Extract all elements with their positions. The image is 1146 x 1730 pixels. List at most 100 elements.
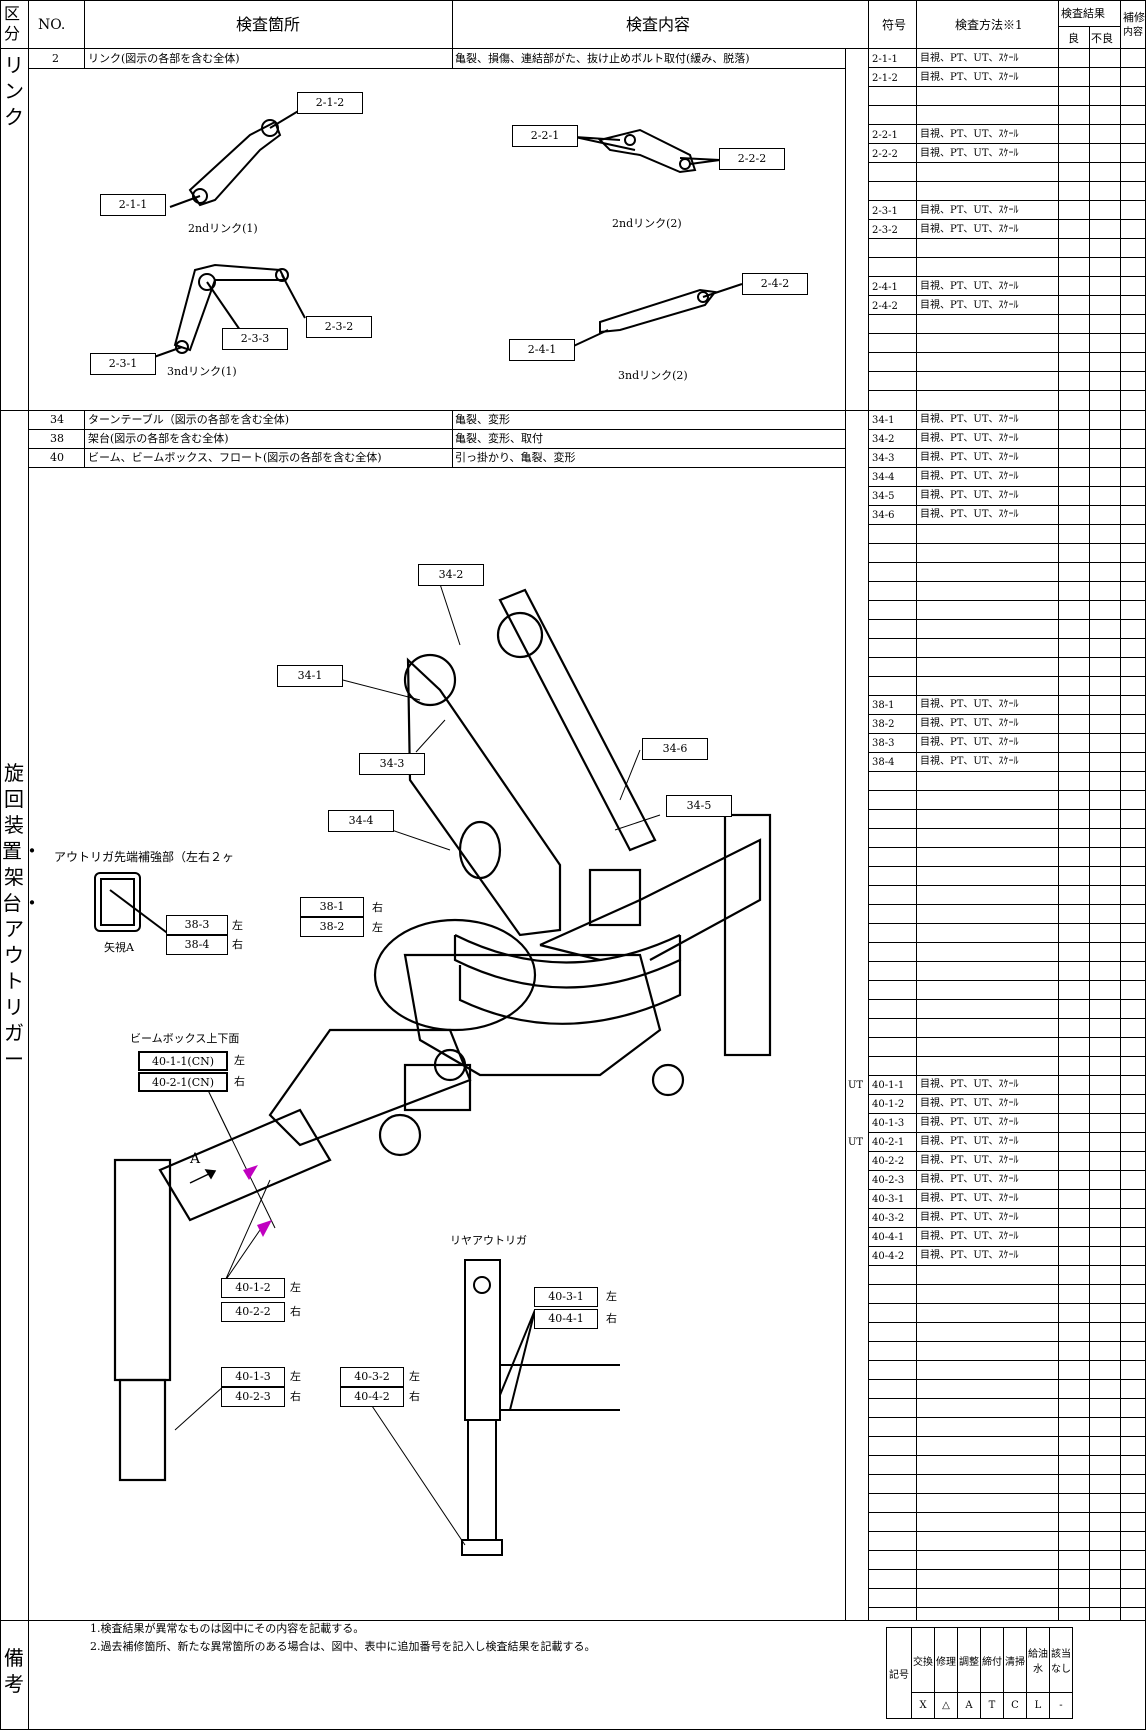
swivel-item-location: 架台(図示の各部を含む全体)	[88, 432, 229, 445]
pair-label-right: 40-2-3	[221, 1387, 285, 1407]
legend-mark: L	[1026, 1692, 1050, 1719]
method-cell: 目視、PT、UT、ｽｹｰﾙ	[920, 1193, 1019, 1204]
method-cell: 目視、PT、UT、ｽｹｰﾙ	[920, 281, 1019, 292]
method-cell: 目視、PT、UT、ｽｹｰﾙ	[920, 300, 1019, 311]
code-cell: 40-1-1	[872, 1080, 905, 1091]
method-cell: 目視、PT、UT、ｽｹｰﾙ	[920, 433, 1019, 444]
method-cell: 目視、PT、UT、ｽｹｰﾙ	[920, 53, 1019, 64]
rear-outrigger-drawing	[461, 1259, 620, 1556]
method-cell: 目視、PT、UT、ｽｹｰﾙ	[920, 1231, 1019, 1242]
method-cell: 目視、PT、UT、ｽｹｰﾙ	[920, 756, 1019, 767]
swivel-item-no: 38	[50, 432, 64, 445]
code-cell: 34-2	[872, 434, 895, 445]
view-a-caption: 矢視A	[104, 941, 134, 954]
pair-label-right: 40-2-1(CN)	[138, 1072, 228, 1092]
swivel-item-no: 34	[50, 413, 64, 426]
legend-mark: △	[934, 1692, 958, 1719]
left-mark: 左	[409, 1370, 420, 1383]
right-mark: 右	[290, 1390, 301, 1403]
header-content: 検査内容	[626, 15, 691, 34]
method-cell: 目視、PT、UT、ｽｹｰﾙ	[920, 1117, 1019, 1128]
link-item-location: リンク(図示の各部を含む全体)	[88, 52, 240, 65]
header-result: 検査結果	[1061, 7, 1105, 20]
legend-mark: -	[1049, 1692, 1073, 1719]
method-cell: 目視、PT、UT、ｽｹｰﾙ	[920, 509, 1019, 520]
code-cell: 40-4-2	[872, 1251, 905, 1262]
link-item-no: 2	[52, 52, 59, 65]
right-mark: 右	[234, 1075, 245, 1088]
method-cell: 目視、PT、UT、ｽｹｰﾙ	[920, 224, 1019, 235]
ut-mark: UT	[848, 1137, 864, 1148]
swivel-item-content: 亀裂、変形、取付	[455, 432, 543, 445]
legend-head: 交換	[911, 1626, 935, 1694]
drawing-label: 34-1	[277, 665, 343, 687]
method-cell: 目視、PT、UT、ｽｹｰﾙ	[920, 1098, 1019, 1109]
pair-label-right: 40-4-1	[534, 1309, 598, 1329]
legend-head: 該当なし	[1049, 1626, 1073, 1694]
arrow-a-label: A	[190, 1151, 201, 1167]
method-cell: 目視、PT、UT、ｽｹｰﾙ	[920, 490, 1019, 501]
method-cell: 目視、PT、UT、ｽｹｰﾙ	[920, 699, 1019, 710]
method-cell: 目視、PT、UT、ｽｹｰﾙ	[920, 148, 1019, 159]
code-cell: 40-2-2	[872, 1156, 905, 1167]
swivel-item-location: ターンテーブル（図示の各部を含む全体)	[88, 413, 290, 426]
pair-label-left: 40-1-3	[221, 1367, 285, 1387]
code-cell: 2-4-1	[872, 282, 898, 293]
method-cell: 目視、PT、UT、ｽｹｰﾙ	[920, 1079, 1019, 1090]
beambox-note: ビームボックス上下面	[130, 1032, 240, 1045]
method-cell: 目視、PT、UT、ｽｹｰﾙ	[920, 414, 1019, 425]
method-cell: 目視、PT、UT、ｽｹｰﾙ	[920, 1212, 1019, 1223]
method-cell: 目視、PT、UT、ｽｹｰﾙ	[920, 129, 1019, 140]
left-mark: 左	[290, 1370, 301, 1383]
header-kubun: 区分	[4, 4, 21, 43]
drawing-label: 2-4-2	[742, 273, 808, 295]
method-cell: 目視、PT、UT、ｽｹｰﾙ	[920, 1174, 1019, 1185]
code-cell: 2-3-1	[872, 206, 898, 217]
code-cell: 40-4-1	[872, 1232, 905, 1243]
pair-label-left: 40-1-2	[221, 1278, 285, 1298]
header-method: 検査方法※1	[955, 18, 1023, 32]
method-cell: 目視、PT、UT、ｽｹｰﾙ	[920, 205, 1019, 216]
legend-head: 給油水	[1026, 1626, 1050, 1694]
legend-mark: C	[1003, 1692, 1027, 1719]
pair-label-left: 40-1-1(CN)	[138, 1051, 228, 1071]
pair-label-left: 38-1	[300, 897, 364, 917]
left-mark: 左	[232, 919, 243, 932]
swivel-item-content: 引っ掛かり、亀裂、変形	[455, 451, 576, 464]
pair-label-right: 38-4	[166, 935, 228, 955]
right-mark: 右	[232, 938, 243, 951]
legend-head: 調整	[957, 1626, 981, 1694]
legend-head: 締付	[980, 1626, 1004, 1694]
header-good: 良	[1068, 32, 1079, 45]
code-cell: 40-1-3	[872, 1118, 905, 1129]
header-repair-content: 内容	[1123, 27, 1143, 38]
code-cell: 2-2-2	[872, 149, 898, 160]
symbol-legend: 記号 交換 修理 調整 締付 清掃 給油水 該当なし X △ A T C L -	[886, 1626, 1073, 1719]
method-cell: 目視、PT、UT、ｽｹｰﾙ	[920, 471, 1019, 482]
code-cell: 2-4-2	[872, 301, 898, 312]
outrigger-note: アウトリガ先端補強部（左右２ヶ	[54, 850, 235, 864]
drawing-label: 2-3-3	[222, 328, 288, 350]
left-mark: 左	[290, 1281, 301, 1294]
rear-outrigger-note: リヤアウトリガ	[450, 1234, 527, 1247]
drawing-caption: 2ndリンク(2)	[612, 217, 682, 230]
header-code: 符号	[882, 18, 907, 32]
header-no: NO.	[38, 17, 66, 33]
method-cell: 目視、PT、UT、ｽｹｰﾙ	[920, 452, 1019, 463]
drawing-label: 2-2-1	[512, 125, 578, 147]
left-mark: 左	[372, 921, 383, 934]
right-mark: 右	[606, 1312, 617, 1325]
legend-mark: A	[957, 1692, 981, 1719]
section-remarks-label: 備考	[4, 1646, 24, 1696]
legend-mark: X	[911, 1692, 935, 1719]
pair-label-right: 40-4-2	[340, 1387, 404, 1407]
method-cell: 目視、PT、UT、ｽｹｰﾙ	[920, 718, 1019, 729]
right-mark: 右	[372, 901, 383, 914]
method-cell: 目視、PT、UT、ｽｹｰﾙ	[920, 1155, 1019, 1166]
header-bad: 不良	[1091, 32, 1113, 45]
pair-label-right: 38-2	[300, 917, 364, 937]
drawing-label: 34-3	[359, 753, 425, 775]
swivel-item-content: 亀裂、変形	[455, 413, 510, 426]
code-cell: 40-3-2	[872, 1213, 905, 1224]
